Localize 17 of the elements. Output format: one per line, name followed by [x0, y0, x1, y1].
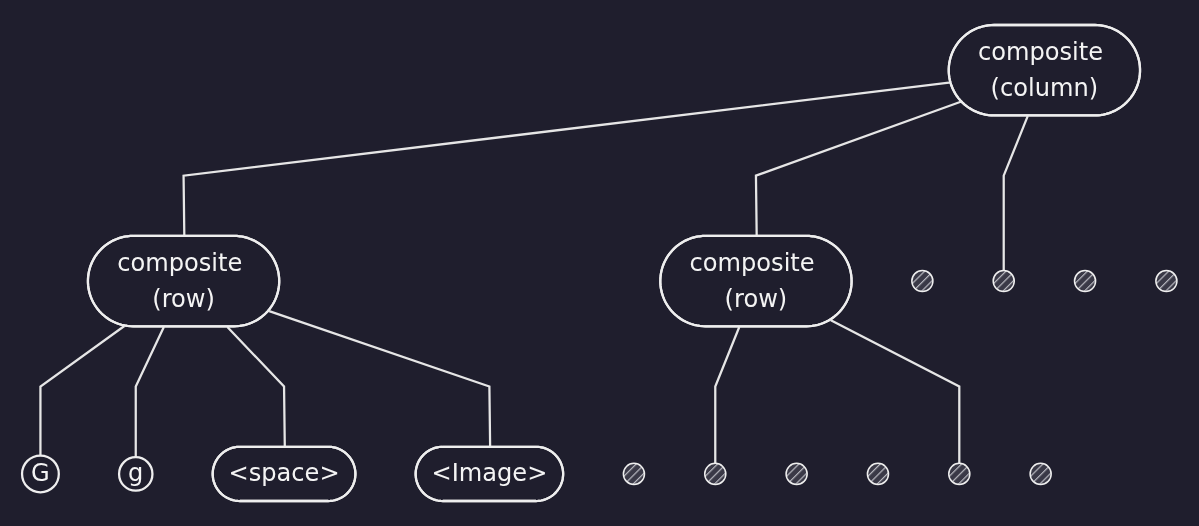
connector: [134, 326, 165, 458]
node-circle: G: [20, 454, 60, 494]
connector: [39, 325, 126, 456]
node-circle: g: [117, 456, 154, 492]
connector: [1002, 115, 1029, 271]
node-circle: [1073, 269, 1097, 293]
node-circle: [785, 462, 808, 486]
node-circle: [866, 462, 890, 486]
node-circle: [622, 462, 646, 486]
node-circle: [1029, 462, 1052, 486]
connector: [830, 319, 961, 464]
node-circle: [1155, 269, 1178, 293]
node-circle: [703, 462, 727, 486]
node-circle: [948, 462, 971, 486]
node-circle: [911, 269, 934, 293]
connector: [714, 326, 741, 464]
node-circle: [992, 269, 1015, 293]
